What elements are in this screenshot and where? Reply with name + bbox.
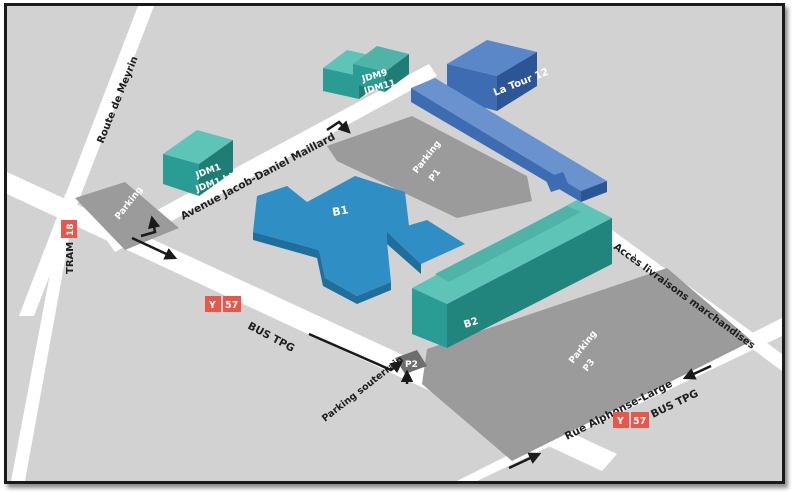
avenue-jdm-road bbox=[105, 64, 437, 252]
bus-line-label: Y bbox=[616, 416, 624, 427]
map-frame: Route de Meyrin Avenue Jacob-Daniel Mail… bbox=[4, 3, 785, 484]
bus-line-label: 57 bbox=[225, 300, 238, 311]
building-navy-wing bbox=[411, 78, 607, 202]
b2-label: B2 bbox=[463, 316, 480, 331]
bus-line-badge bbox=[613, 412, 629, 428]
tram-line-badge bbox=[61, 220, 77, 238]
building-jdm1 bbox=[163, 130, 233, 196]
route-arrow-icon bbox=[308, 332, 403, 374]
route-de-meyrin-road bbox=[19, 6, 154, 316]
route-arrow-icon bbox=[140, 215, 161, 238]
route-arrow-icon bbox=[326, 120, 351, 134]
tram-stop: 18 TRAM bbox=[61, 220, 77, 274]
building-b2 bbox=[412, 200, 612, 348]
tram-label: TRAM bbox=[65, 242, 76, 274]
parking-p1 bbox=[327, 116, 532, 218]
bus-line-badge bbox=[205, 296, 221, 312]
parking-p3 bbox=[422, 268, 752, 461]
bus-line-badge bbox=[223, 296, 241, 312]
tram-line-number: 18 bbox=[66, 223, 76, 236]
parking-p2-label: P2 bbox=[405, 360, 418, 370]
building-b1 bbox=[253, 176, 465, 304]
buildings bbox=[163, 40, 612, 348]
route-arrow-icon bbox=[682, 364, 712, 380]
parking-p2 bbox=[395, 350, 427, 374]
bus-line-label: Y bbox=[208, 300, 216, 311]
route-arrow-icon bbox=[131, 236, 178, 260]
building-jdm9 bbox=[323, 46, 409, 99]
bus-line-badge bbox=[631, 412, 649, 428]
route-arrows bbox=[131, 120, 712, 470]
bus-line-label: 57 bbox=[633, 416, 646, 427]
b1-label: B1 bbox=[331, 203, 349, 219]
site-map: Route de Meyrin Avenue Jacob-Daniel Mail… bbox=[7, 6, 782, 481]
route-arrow-icon bbox=[508, 452, 542, 470]
tram-branch-road bbox=[11, 194, 77, 481]
